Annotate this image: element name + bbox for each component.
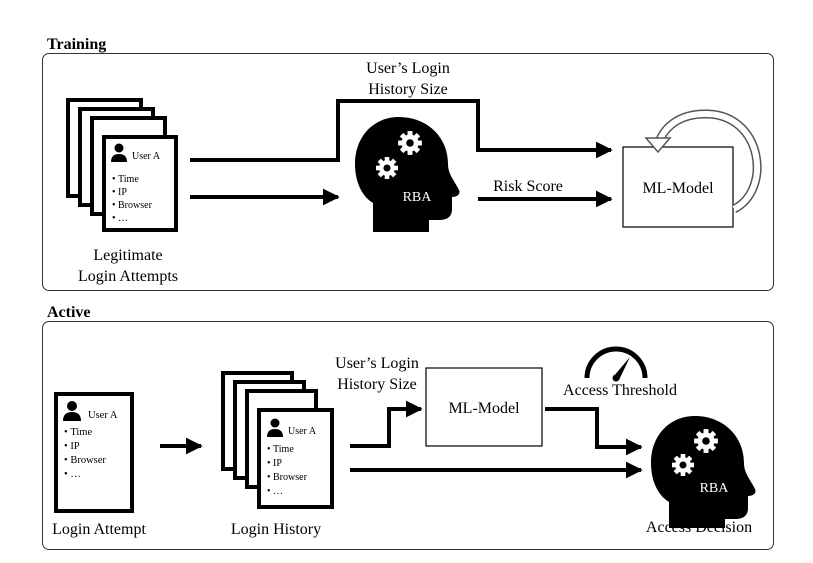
- document-card-front: [102, 135, 178, 232]
- card-field-browser: • Browser: [267, 472, 308, 483]
- ml-model-box-training: [622, 146, 734, 228]
- model-to-decision-arrow: [545, 407, 643, 456]
- card-field-time: • Time: [112, 174, 139, 185]
- history-to-model-arrow: [350, 400, 423, 448]
- card-field-time: • Time: [64, 427, 92, 438]
- user-icon: [111, 143, 127, 162]
- refresh-loop-icon: [644, 109, 762, 214]
- head-gears-icon: [355, 117, 460, 232]
- history-size-label-training: User’s Login History Size: [366, 60, 450, 98]
- user-icon: [267, 418, 283, 437]
- login-attempt-label: Login Attempt: [52, 521, 146, 538]
- card-user-name: User A: [288, 426, 317, 437]
- login-history-stack: User A • Time • IP • Browser • …: [221, 371, 334, 509]
- card-user-name: User A: [132, 151, 161, 162]
- section-title-active: Active: [47, 304, 91, 321]
- gauge-icon: [584, 346, 648, 382]
- access-decision-label: Access Decision: [645, 519, 753, 536]
- access-threshold-label: Access Threshold: [563, 382, 677, 399]
- rba-label-training: RBA: [403, 190, 433, 205]
- card-field-ip: • IP: [267, 458, 282, 469]
- card-field-time: • Time: [267, 444, 294, 455]
- document-card-front: [257, 408, 334, 509]
- risk-score-label: Risk Score: [493, 178, 563, 195]
- card-field-ip: • IP: [64, 441, 80, 452]
- card-field-more: • …: [64, 469, 81, 480]
- history-size-label-active: User’s Login History Size: [335, 355, 419, 393]
- rba-label-active: RBA: [700, 481, 730, 496]
- legitimate-login-attempts-stack: User A • Time • IP • Browser • …: [66, 98, 178, 232]
- user-icon: [63, 401, 81, 421]
- card-field-more: • …: [267, 486, 283, 497]
- section-title-training: Training: [47, 36, 107, 53]
- login-history-label: Login History: [230, 521, 322, 538]
- ml-model-label-training: ML-Model: [642, 180, 714, 197]
- history-size-flow-line: [190, 99, 613, 162]
- active-panel: [42, 321, 774, 550]
- ml-model-label-active: ML-Model: [448, 400, 520, 417]
- card-field-more: • …: [112, 213, 128, 224]
- login-attempt-card: User A • Time • IP • Browser • …: [54, 392, 134, 513]
- card-user-name: User A: [88, 410, 118, 421]
- card-field-browser: • Browser: [112, 200, 153, 211]
- card-field-ip: • IP: [112, 187, 127, 198]
- ml-model-box-active: [425, 367, 543, 447]
- head-gears-icon: [651, 416, 756, 528]
- legitimate-login-attempts-label: Legitimate Login Attempts: [78, 247, 178, 285]
- card-field-browser: • Browser: [64, 455, 106, 466]
